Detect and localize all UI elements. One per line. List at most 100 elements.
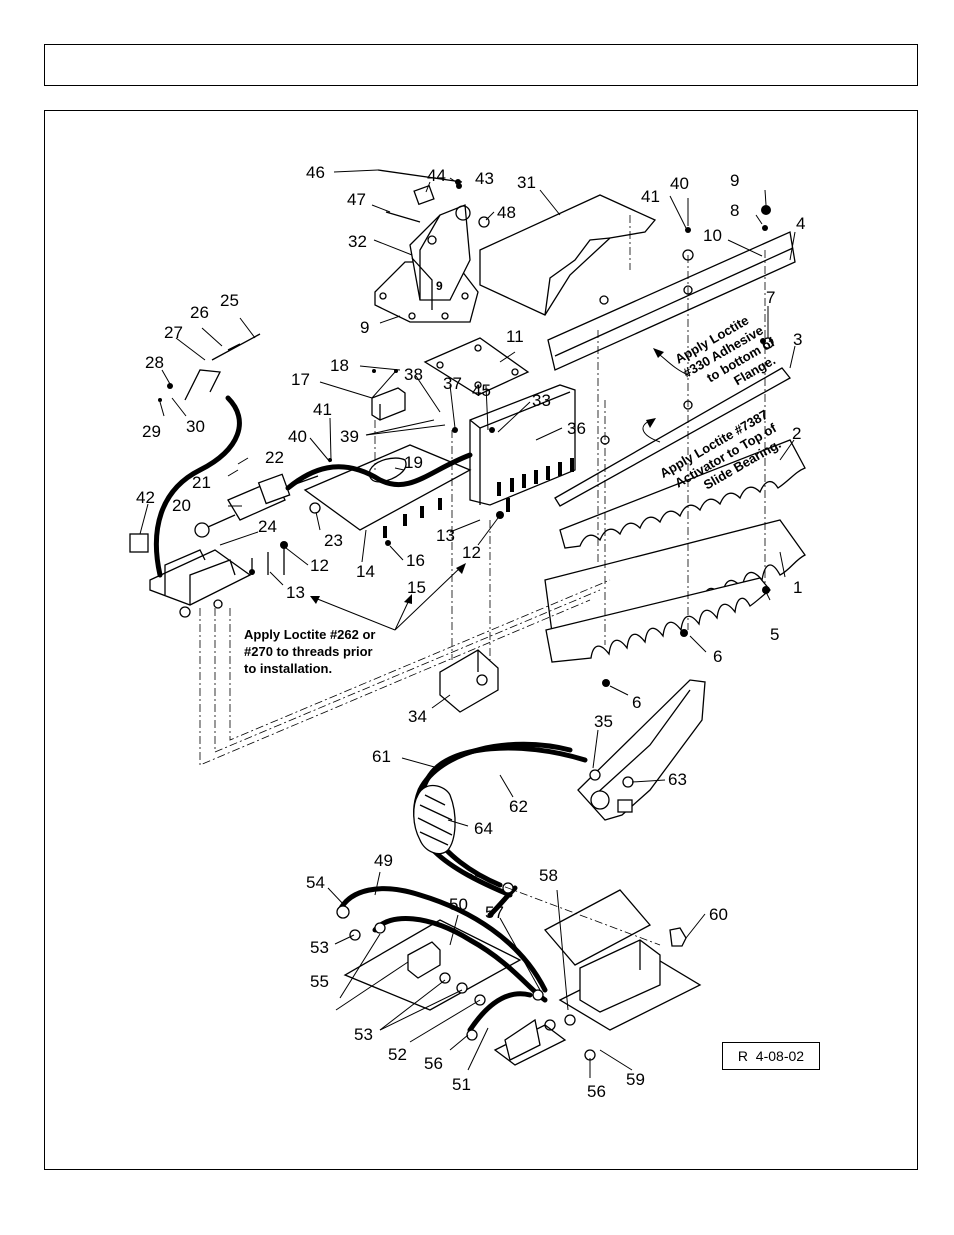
callout-48: 48 <box>497 203 516 222</box>
callout-37: 37 <box>443 374 462 393</box>
knife-bar-lower <box>545 577 771 663</box>
callout-64: 64 <box>474 819 493 838</box>
callout-12-a: 12 <box>310 556 329 575</box>
callout-6-b: 6 <box>632 693 641 712</box>
callout-4: 4 <box>796 214 805 233</box>
note-262-line1: Apply Loctite #262 or <box>244 627 375 642</box>
callout-8: 8 <box>730 201 739 220</box>
hose-50 <box>372 916 548 1003</box>
leader-lines <box>139 169 796 1078</box>
callout-33: 33 <box>532 391 551 410</box>
callout-54: 54 <box>306 873 325 892</box>
callout-17: 17 <box>291 370 310 389</box>
callout-21: 21 <box>192 473 211 492</box>
callout-7: 7 <box>766 288 775 307</box>
hose-upper-mid <box>285 452 473 491</box>
callout-13-a: 13 <box>286 583 305 602</box>
cylinder-34 <box>439 649 499 713</box>
callout-5: 5 <box>770 625 779 644</box>
cylinder-20 <box>194 473 319 538</box>
callout-16: 16 <box>406 551 425 570</box>
callout-24: 24 <box>258 517 277 536</box>
mount-bracket-32 <box>374 184 479 323</box>
callout-59: 59 <box>626 1070 645 1089</box>
callout-40-a: 40 <box>670 174 689 193</box>
knife-bar-2 <box>559 439 806 549</box>
callout-26: 26 <box>190 303 209 322</box>
callout-40-b: 40 <box>288 427 307 446</box>
revision-label: R 4-08-02 <box>737 1048 805 1064</box>
callout-41-a: 41 <box>641 187 660 206</box>
slide-bolts <box>383 458 574 538</box>
callout-3-a: 3 <box>793 330 802 349</box>
callout-58: 58 <box>539 866 558 885</box>
callout-35: 35 <box>594 712 613 731</box>
callout-41-b: 41 <box>313 400 332 419</box>
callout-56-a: 56 <box>424 1054 443 1073</box>
plate-11 <box>423 337 530 396</box>
callout-63: 63 <box>668 770 687 789</box>
callout-15: 15 <box>407 578 426 597</box>
callout-44: 44 <box>427 166 446 185</box>
callout-43: 43 <box>475 169 494 188</box>
frame-58 <box>543 889 702 1031</box>
callout-9-c: 9 <box>730 171 739 190</box>
valve-block-17 <box>371 387 406 421</box>
flange-bars <box>547 231 796 507</box>
cover-31 <box>479 194 657 316</box>
callout-22: 22 <box>265 448 284 467</box>
callout-14: 14 <box>356 562 375 581</box>
callout-12-b: 12 <box>462 543 481 562</box>
callout-9-a: 9 <box>360 318 369 337</box>
callout-9-b: 9 <box>436 279 443 293</box>
note-loctite-330: Apply Loctite #330 Adhesive to bottom of… <box>672 312 778 388</box>
callout-55: 55 <box>310 972 329 991</box>
valve-block-55 <box>407 941 441 979</box>
callout-1: 1 <box>793 578 802 597</box>
callout-38: 38 <box>404 365 423 384</box>
hardware-bolts <box>158 183 774 687</box>
callout-53-a: 53 <box>310 938 329 957</box>
callout-6-a: 6 <box>713 647 722 666</box>
callout-36: 36 <box>567 419 586 438</box>
callout-60: 60 <box>709 905 728 924</box>
callout-32: 32 <box>348 232 367 251</box>
callout-13-b: 13 <box>436 526 455 545</box>
base-plate-14 <box>303 444 472 531</box>
callout-2: 2 <box>792 424 801 443</box>
callout-labels: 46 47 32 9 9 44 43 48 31 41 40 9 8 10 4 … <box>136 163 805 1101</box>
callout-57: 57 <box>485 903 504 922</box>
note-262-line3: to installation. <box>244 661 332 676</box>
callout-42: 42 <box>136 488 155 507</box>
callout-10: 10 <box>703 226 722 245</box>
hose-52 <box>467 991 533 1033</box>
callout-34: 34 <box>408 707 427 726</box>
callout-29: 29 <box>142 422 161 441</box>
revision-box: R 4-08-02 <box>722 1042 820 1070</box>
callout-27: 27 <box>164 323 183 342</box>
callout-23: 23 <box>324 531 343 550</box>
callout-53-b: 53 <box>354 1025 373 1044</box>
cylinder-mount-51 <box>493 1018 567 1066</box>
hose-62 <box>413 741 573 898</box>
callout-11: 11 <box>506 327 524 346</box>
callout-51: 51 <box>452 1075 471 1094</box>
callout-47: 47 <box>347 190 366 209</box>
callout-25: 25 <box>220 291 239 310</box>
callout-31: 31 <box>517 173 536 192</box>
callout-52: 52 <box>388 1045 407 1064</box>
callout-18: 18 <box>330 356 349 375</box>
note-262-line2: #270 to threads prior <box>244 644 373 659</box>
callout-45: 45 <box>472 381 491 400</box>
note-loctite-262: Apply Loctite #262 or #270 to threads pr… <box>244 627 375 676</box>
diagram-frame <box>44 110 918 1170</box>
sleeve-64 <box>413 784 456 855</box>
callout-49: 49 <box>374 851 393 870</box>
callout-62: 62 <box>509 797 528 816</box>
callout-20: 20 <box>172 496 191 515</box>
callout-50: 50 <box>449 895 468 914</box>
callout-56-b: 56 <box>587 1082 606 1101</box>
link-19 <box>368 457 407 483</box>
bracket-24 <box>129 533 252 618</box>
